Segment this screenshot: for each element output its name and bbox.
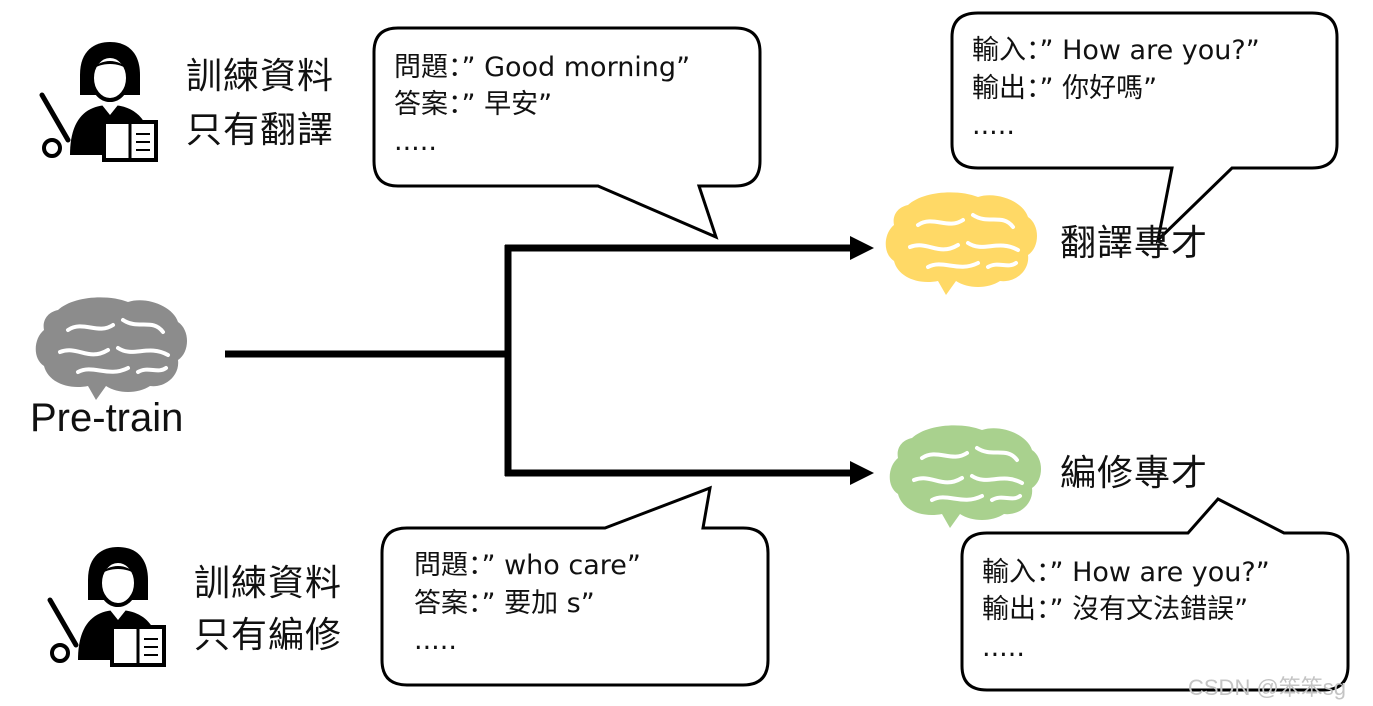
watermark: CSDN @笨笨sg [1188,675,1347,700]
teacher-editing-line1: 訓練資料 [194,563,343,604]
bubble-translation-training-line2: 答案：” 早安” [394,89,553,120]
branch-lines [225,236,874,485]
bubble-translation-output-line3: ..... [972,110,1015,141]
arrowhead-lower [850,461,874,485]
bubble-editing-output-line3: ..... [982,632,1025,663]
arrowhead-upper [850,236,874,260]
pretrain-label: Pre-train [30,396,184,440]
bubble-translation-output-line1: 輸入：” How are you?” [972,35,1260,66]
bubble-editing-training-line3: ..... [414,625,457,656]
bubble-translation-output-line2: 輸出：” 你好嗎” [972,73,1158,104]
bubble-translation-training-shape [372,26,762,240]
expert-translation-label: 翻譯專才 [1060,223,1209,264]
brain-icon-pretrain [35,297,187,400]
teacher-icon-editing [47,547,166,667]
bubble-translation-output-shape [950,11,1339,245]
bubble-editing-training-line2: 答案：” 要加 s” [414,588,595,619]
brain-icon-editing [889,425,1041,528]
brain-icon-translation [885,192,1037,295]
bubble-editing-training-shape [380,485,770,687]
bubble-editing-output-line1: 輸入：” How are you?” [982,557,1270,588]
bubble-editing-output-line2: 輸出：” 沒有文法錯誤” [982,594,1249,625]
bubble-translation-training-line3: ..... [394,126,437,157]
bubble-editing-output-shape [960,497,1350,692]
teacher-editing-line2: 只有編修 [194,615,343,656]
expert-editing-label: 編修專才 [1060,453,1209,494]
teacher-translation-line1: 訓練資料 [186,56,335,97]
bubble-editing-training-line1: 問題：” who care” [414,550,641,581]
teacher-icon-translation [39,42,158,162]
teacher-translation-line2: 只有翻譯 [186,110,335,151]
bubble-translation-training-line1: 問題：” Good morning” [394,52,691,83]
